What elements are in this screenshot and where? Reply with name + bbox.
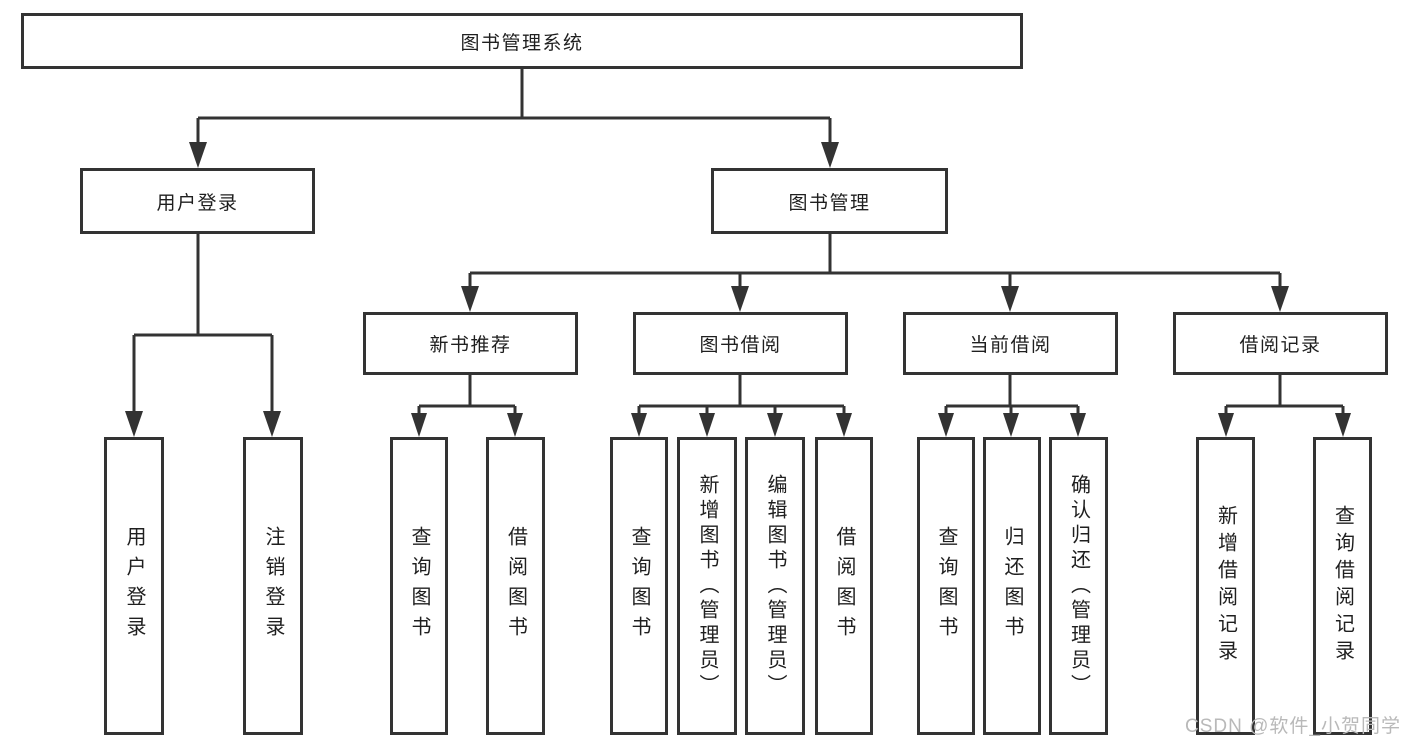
node-system-root-label: 图书管理系统	[460, 32, 584, 54]
leaf-return-books: 归还图书	[983, 437, 1041, 735]
node-borrow-record-label: 借阅记录	[1239, 335, 1322, 356]
leaf-edit-book-admin: 编辑图书（管理员）	[745, 437, 805, 735]
leaf-add-borrow-record: 新增借阅记录	[1196, 437, 1255, 735]
node-new-book-recommend: 新书推荐	[363, 312, 578, 375]
leaf-query-books-recommend: 查询图书	[390, 437, 448, 735]
leaf-query-borrow-record: 查询借阅记录	[1313, 437, 1372, 735]
leaf-confirm-return-admin: 确认归还（管理员）	[1049, 437, 1108, 735]
node-system-root: 图书管理系统	[21, 13, 1023, 69]
node-book-borrow-label: 图书借阅	[699, 335, 782, 356]
leaf-query-books-borrow: 查询图书	[610, 437, 668, 735]
node-borrow-record: 借阅记录	[1173, 312, 1388, 375]
node-user-login-label: 用户登录	[156, 192, 239, 214]
node-new-book-recommend-label: 新书推荐	[429, 335, 512, 356]
leaf-borrow-books: 借阅图书	[815, 437, 873, 735]
leaf-add-book-admin: 新增图书（管理员）	[677, 437, 737, 735]
node-book-borrow: 图书借阅	[633, 312, 848, 375]
leaf-query-books-current: 查询图书	[917, 437, 975, 735]
csdn-watermark: CSDN @软件_小贺同学	[1185, 716, 1401, 737]
node-current-borrow: 当前借阅	[903, 312, 1118, 375]
leaf-borrow-books-recommend: 借阅图书	[486, 437, 545, 735]
node-current-borrow-label: 当前借阅	[969, 335, 1052, 356]
node-book-management: 图书管理	[711, 168, 948, 234]
leaf-user-login: 用户登录	[104, 437, 164, 735]
leaf-logout: 注销登录	[243, 437, 303, 735]
node-user-login: 用户登录	[80, 168, 315, 234]
node-book-management-label: 图书管理	[788, 192, 871, 214]
